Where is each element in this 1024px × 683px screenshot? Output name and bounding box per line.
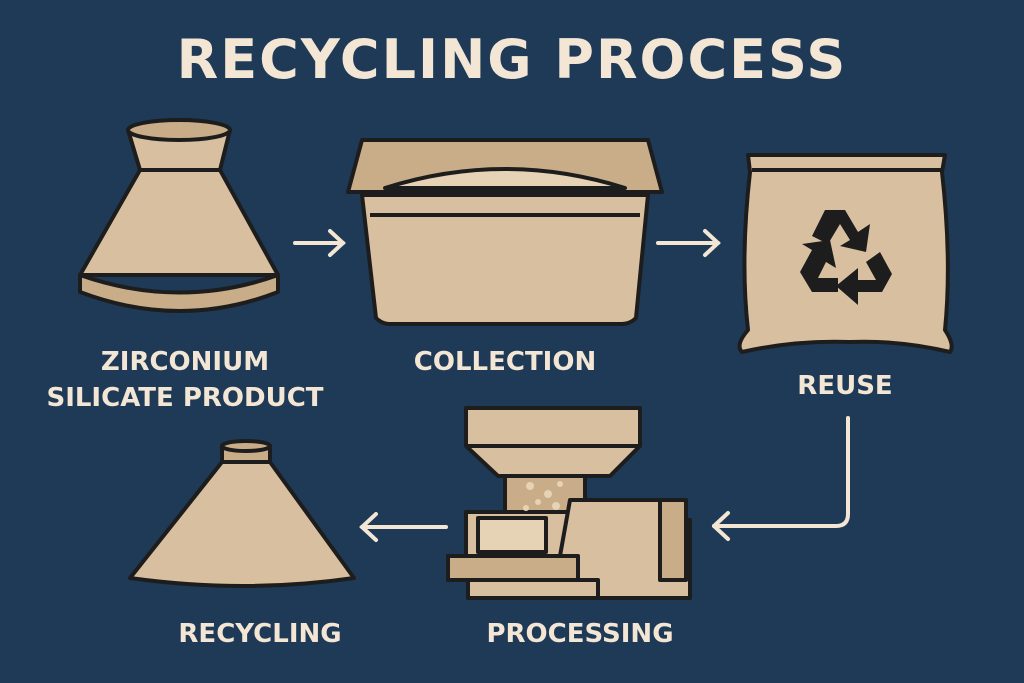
arrow-to-recycling-icon <box>359 512 448 542</box>
arrow-to-processing-icon <box>712 416 850 541</box>
label-zirconium-line2: SILICATE PRODUCT <box>46 383 324 413</box>
recycle-symbol-icon <box>800 210 892 305</box>
label-reuse: REUSE <box>797 371 893 401</box>
collection-bin-icon <box>346 138 664 326</box>
label-zirconium-product: ZIRCONIUM SILICATE PRODUCT <box>40 344 330 416</box>
processing-machine-icon <box>446 406 692 600</box>
reuse-sack-icon <box>737 153 954 354</box>
label-processing: PROCESSING <box>486 619 674 649</box>
arrow-to-collection-icon <box>293 229 346 257</box>
granules-icon <box>523 481 563 511</box>
zirconium-product-icon <box>78 118 280 313</box>
label-collection: COLLECTION <box>413 347 597 377</box>
label-recycling: RECYCLING <box>178 619 342 649</box>
arrow-to-reuse-icon <box>656 229 721 257</box>
recycling-cone-icon <box>128 439 356 588</box>
page-title: RECYCLING PROCESS <box>176 28 848 91</box>
label-zirconium-line1: ZIRCONIUM <box>100 347 270 377</box>
